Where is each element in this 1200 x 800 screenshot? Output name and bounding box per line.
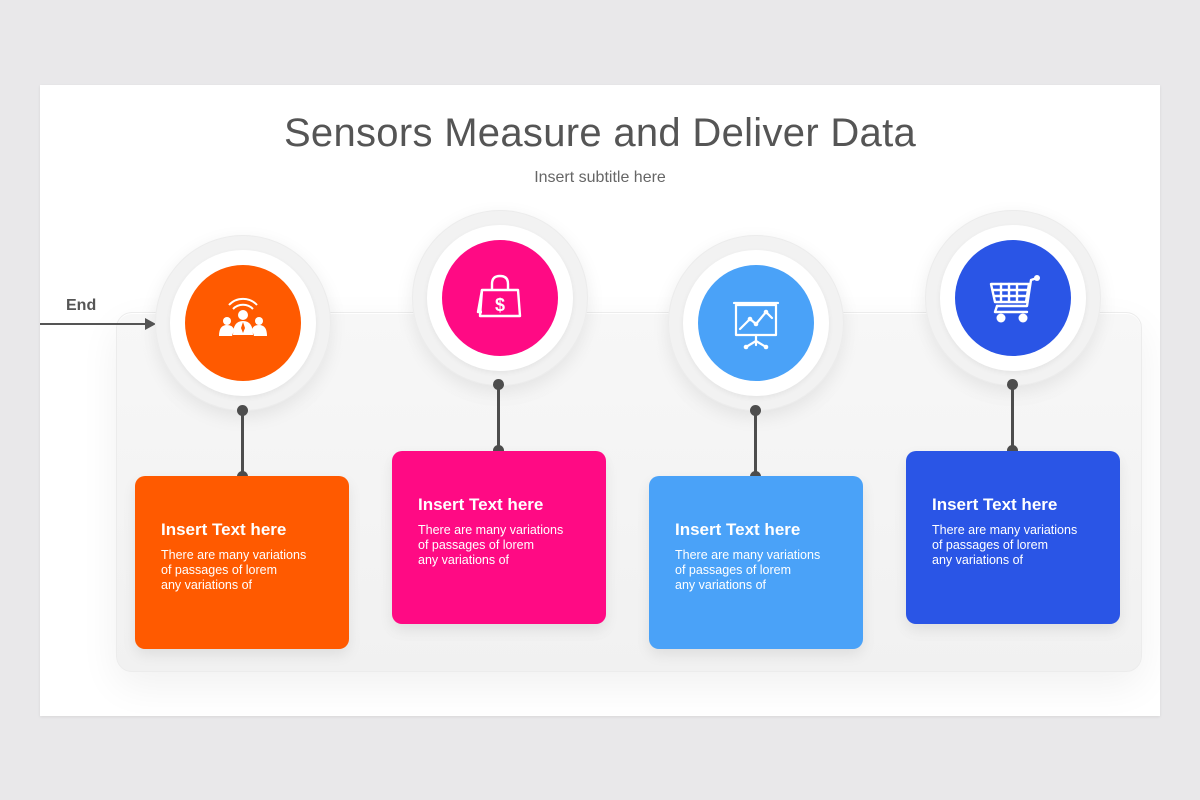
step-3-line-2: of passages of lorem [675, 563, 792, 577]
step-2-card-body: There are many variations of passages of… [418, 523, 580, 568]
step-2-line-3: any variations of [418, 553, 510, 567]
step-4-line-2: of passages of lorem [932, 538, 1049, 552]
end-arrow-line [40, 323, 146, 325]
step-4-card: Insert Text here There are many variatio… [906, 451, 1120, 624]
step-1-disc [185, 265, 301, 381]
step-1-ring [155, 235, 331, 411]
slide: Sensors Measure and Deliver Data Insert … [40, 85, 1160, 716]
step-2-card-title: Insert Text here [418, 495, 544, 514]
step-4-card-title: Insert Text here [932, 495, 1058, 514]
step-2-dot-top [493, 379, 504, 390]
step-4-dot-bottom [1007, 445, 1018, 456]
slide-title: Sensors Measure and Deliver Data [283, 111, 917, 155]
step-1-line-1: There are many variations [161, 548, 307, 562]
end-arrow-head-icon [145, 318, 156, 330]
step-3-dot-top [750, 405, 761, 416]
step-1-card: Insert Text here There are many variatio… [135, 476, 349, 649]
step-2-connector [497, 385, 500, 451]
step-3-connector [754, 411, 757, 477]
step-3-card-body: There are many variations of passages of… [675, 548, 837, 593]
step-2-card: Insert Text here There are many variatio… [392, 451, 606, 624]
end-label: End [66, 297, 97, 314]
step-2-line-1: There are many variations [418, 523, 564, 537]
step-1-card-body: There are many variations of passages of… [161, 548, 323, 593]
step-2-ring: $ [412, 210, 588, 386]
step-3-disc [698, 265, 814, 381]
step-3-line-1: There are many variations [675, 548, 821, 562]
step-4-disc [955, 240, 1071, 356]
slide-subtitle: Insert subtitle here [534, 169, 666, 186]
step-1-line-3: any variations of [161, 578, 253, 592]
shopping-cart-icon [989, 275, 1040, 323]
step-2-dot-bottom [493, 445, 504, 456]
step-2-disc: $ [442, 240, 558, 356]
step-1-dot-top [237, 405, 248, 416]
step-3-card-title: Insert Text here [675, 520, 801, 539]
presentation-chart-icon [732, 301, 780, 350]
step-3-ring [668, 235, 844, 411]
step-1-connector [241, 411, 244, 477]
step-1-line-2: of passages of lorem [161, 563, 278, 577]
step-3-line-3: any variations of [675, 578, 767, 592]
step-4-connector [1011, 385, 1014, 451]
step-1-card-title: Insert Text here [161, 520, 287, 539]
step-4-line-1: There are many variations [932, 523, 1078, 537]
step-4-ring [925, 210, 1101, 386]
step-2-line-2: of passages of lorem [418, 538, 535, 552]
step-4-dot-top [1007, 379, 1018, 390]
svg-text:$: $ [495, 295, 505, 315]
shopping-bag-dollar-icon: $ [476, 274, 522, 318]
step-4-line-3: any variations of [932, 553, 1024, 567]
step-4-card-body: There are many variations of passages of… [932, 523, 1094, 568]
step-3-card: Insert Text here There are many variatio… [649, 476, 863, 649]
business-people-icon [219, 297, 267, 336]
